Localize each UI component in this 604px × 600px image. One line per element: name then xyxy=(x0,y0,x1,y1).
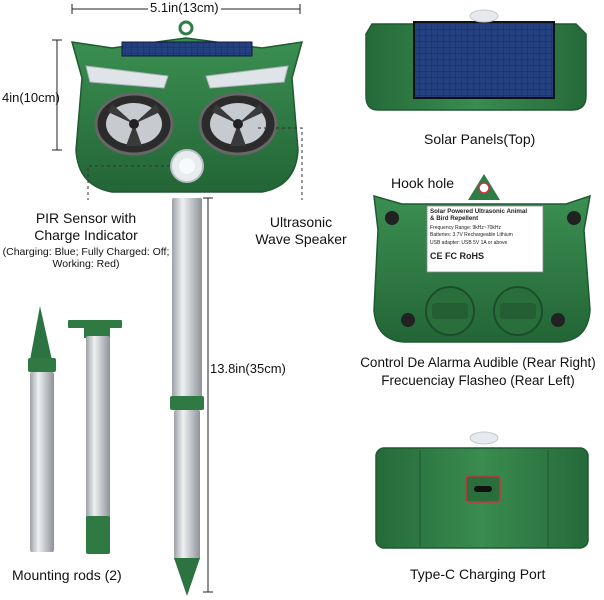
typec-side-view xyxy=(375,431,589,549)
pir-callout: PIR Sensor with Charge Indicator (Chargi… xyxy=(0,210,172,270)
control-line-1: Control De Alarma Audible (Rear Right) xyxy=(360,355,596,370)
pir-title-line-2: Charge Indicator xyxy=(34,227,138,243)
speaker-callout: Ultrasonic Wave Speaker xyxy=(244,214,358,247)
pir-note-line-2: Working: Red) xyxy=(52,258,120,270)
stake-upper xyxy=(172,198,202,398)
mounting-rods xyxy=(28,306,122,554)
hook-hole-label: Hook hole xyxy=(391,175,455,191)
sticker-title-1: Solar Powered Ultrasonic Animal xyxy=(430,208,528,215)
rod-spike-tip xyxy=(30,306,52,360)
control-callout: Control De Alarma Audible (Rear Right) F… xyxy=(352,355,604,388)
rod-1 xyxy=(30,372,54,552)
mounting-rods-label: Mounting rods (2) xyxy=(12,567,122,583)
width-dimension-label: 5.1in(13cm) xyxy=(148,0,221,15)
length-dimension-label: 13.8in(35cm) xyxy=(210,361,286,376)
hook-hole xyxy=(478,182,490,194)
stake-lower xyxy=(174,410,200,560)
rod-2 xyxy=(86,336,110,520)
sticker-spec-3: USB adapter: USB 5V 1A or above xyxy=(430,239,508,246)
rear-sticker-text: Solar Powered Ultrasonic Animal & Bird R… xyxy=(430,208,540,261)
stake-spike xyxy=(174,558,200,596)
typec-label: Type-C Charging Port xyxy=(410,566,546,582)
sticker-spec-2: Batteries: 3.7V Rechargeable Lithium xyxy=(430,232,513,239)
rear-view xyxy=(373,174,591,343)
hook-loop xyxy=(178,20,194,36)
top-solar-panel xyxy=(121,41,253,57)
height-dimension-label: 4in(10cm) xyxy=(2,90,60,105)
right-led-brow xyxy=(205,65,289,89)
sticker-spec-1: Frequency Range: 9kHz~70kHz xyxy=(430,224,502,231)
control-line-2: Frecuenciay Flasheo (Rear Left) xyxy=(381,373,575,388)
main-device xyxy=(70,20,304,596)
rear-sticker xyxy=(426,205,544,273)
pir-title-line-1: PIR Sensor with xyxy=(35,210,137,226)
pir-note-line-1: (Charging: Blue; Fully Charged: Off; xyxy=(2,246,170,258)
solar-top-view xyxy=(365,9,587,111)
stake-joint xyxy=(170,396,204,410)
sticker-title-2: & Bird Repellent xyxy=(430,215,479,223)
sticker-marks: CE FC RoHS xyxy=(430,251,484,262)
speaker-line-2: Wave Speaker xyxy=(255,231,347,247)
solar-panels-label: Solar Panels(Top) xyxy=(424,131,536,147)
length-dimension xyxy=(203,197,213,593)
callout-lines xyxy=(87,127,303,200)
speaker-line-1: Ultrasonic xyxy=(269,214,333,230)
solar-panel-top xyxy=(413,21,555,99)
height-dimension xyxy=(52,39,62,151)
left-led-brow xyxy=(85,65,169,89)
